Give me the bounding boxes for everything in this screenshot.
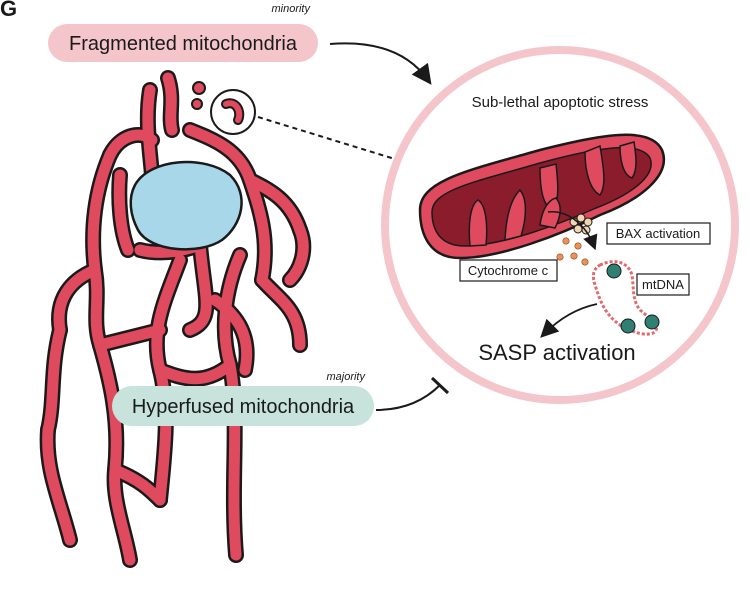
large-mitochondrion — [418, 133, 665, 260]
mtdna-to-sasp-arrow — [540, 303, 598, 338]
cytc-label-box — [459, 259, 558, 282]
hyperfused-label: Hyperfused mitochondria — [132, 396, 355, 418]
hyperfused-inhibition-line — [375, 384, 441, 411]
mito-network — [39, 70, 312, 568]
bax-label: BAX activation — [616, 226, 701, 241]
mtdna-label-box — [636, 273, 690, 296]
bax-label-box — [606, 222, 711, 245]
fragmented-to-zoom-arrow — [329, 42, 432, 85]
fragmented-pill — [48, 24, 318, 62]
sasp-label: SASP activation — [478, 340, 635, 365]
nucleoid-icons — [606, 263, 660, 334]
fragment-highlight-circle — [210, 89, 256, 135]
mtdna-strand — [591, 260, 658, 336]
panel-letter: G — [0, 0, 17, 21]
nucleus — [129, 160, 243, 251]
mtdna-label: mtDNA — [642, 277, 684, 292]
zoom-title: Sub-lethal apoptotic stress — [472, 94, 649, 111]
fragmented-label: Fragmented mitochondria — [69, 33, 298, 55]
fragment-mito-fill — [223, 100, 243, 123]
zoom-dashed-line — [257, 116, 399, 161]
hyperfused-qualifier: majority — [326, 371, 366, 383]
hyperfused-pill — [112, 386, 374, 426]
cytc-label: Cytochrome c — [468, 263, 549, 278]
inhibition-bar-icon — [430, 376, 450, 395]
fragment-dots — [191, 81, 206, 110]
fragmented-qualifier: minority — [271, 3, 311, 15]
cytochrome-c-dots — [556, 237, 589, 266]
bax-pore-arrow — [547, 211, 598, 251]
